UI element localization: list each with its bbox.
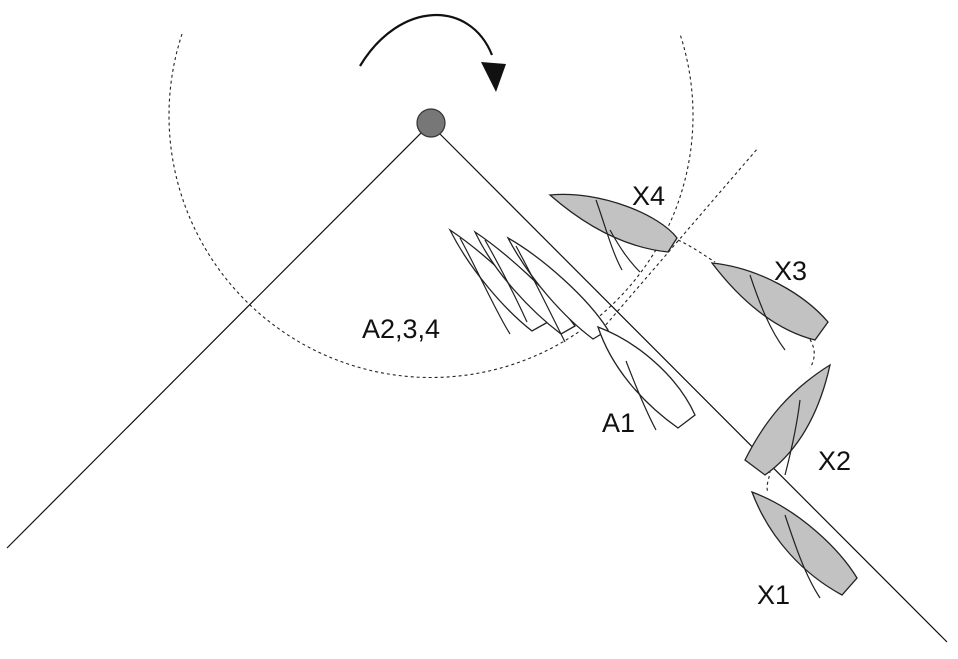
label-x1: X1	[757, 580, 790, 610]
boat-x4	[548, 193, 678, 273]
boat-a3	[473, 230, 576, 335]
arrowhead-icon	[481, 62, 506, 92]
x4-heading-dashed-line	[597, 147, 759, 335]
boat-a2	[448, 228, 549, 335]
boat-x3	[710, 262, 829, 351]
boat-x1	[750, 490, 858, 599]
label-a1: A1	[602, 408, 635, 438]
port-layline	[6, 125, 429, 549]
mark-buoy-icon	[416, 108, 446, 138]
clockwise-arrow-icon	[359, 13, 494, 67]
label-a2-3-4: A2,3,4	[362, 314, 440, 344]
label-x3: X3	[774, 256, 807, 286]
boat-a1	[596, 325, 696, 431]
zone-circle	[168, 33, 694, 379]
starboard-layline	[435, 129, 948, 643]
label-x2: X2	[818, 446, 851, 476]
boat-x2	[744, 363, 831, 476]
label-x4: X4	[632, 181, 665, 211]
